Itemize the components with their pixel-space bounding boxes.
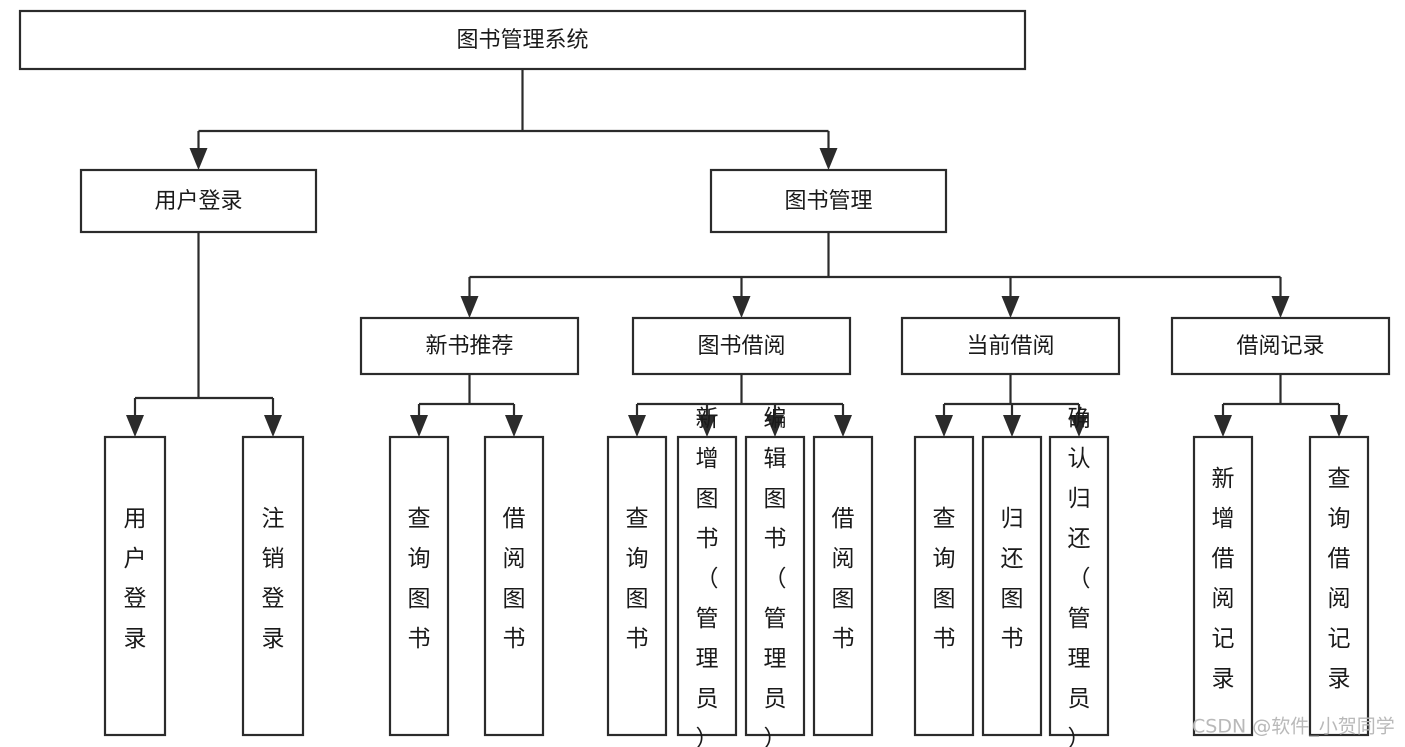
node-box[interactable] bbox=[388, 435, 450, 737]
arrow-head-leaf-query-book-rec bbox=[410, 415, 428, 437]
node-label: 当前借阅 bbox=[966, 334, 1054, 359]
node-leaf-user-login[interactable]: 用户登录 bbox=[103, 435, 167, 737]
node-box[interactable] bbox=[709, 168, 948, 234]
node-label: 查询借阅记录 bbox=[1328, 466, 1351, 692]
node-label: 借阅记录 bbox=[1236, 334, 1324, 359]
node-box[interactable] bbox=[1048, 435, 1110, 737]
arrow-head-leaf-add-book bbox=[698, 415, 716, 437]
arrow-head-user-login bbox=[189, 148, 208, 170]
arrow-head-leaf-borrow-book-rec bbox=[505, 415, 523, 437]
node-box[interactable] bbox=[981, 435, 1043, 737]
arrow-head-leaf-return-book bbox=[1003, 415, 1021, 437]
node-label: 归还图书 bbox=[1001, 506, 1024, 652]
node-label: 新增图书（管理员） bbox=[696, 406, 719, 747]
node-label: 查询图书 bbox=[408, 506, 431, 652]
node-leaf-borrow-book-br[interactable]: 借阅图书 bbox=[812, 435, 874, 737]
node-leaf-confirm-return[interactable]: 确认归还（管理员） bbox=[1048, 406, 1110, 747]
node-label: 图书管理系统 bbox=[456, 28, 588, 53]
csdn-watermark: CSDN @软件_小贺同学 bbox=[1192, 716, 1395, 738]
node-box[interactable] bbox=[676, 435, 738, 737]
node-box[interactable] bbox=[241, 435, 305, 737]
node-label: 注销登录 bbox=[262, 506, 285, 652]
node-leaf-add-book[interactable]: 新增图书（管理员） bbox=[676, 406, 738, 747]
arrow-head-new-book-recommend bbox=[460, 296, 479, 318]
node-box[interactable] bbox=[812, 435, 874, 737]
node-leaf-query-book-cb[interactable]: 查询图书 bbox=[913, 435, 975, 737]
arrow-head-current-borrow bbox=[1001, 296, 1020, 318]
node-root[interactable]: 图书管理系统 bbox=[18, 9, 1027, 71]
node-label: 图书管理 bbox=[784, 189, 872, 214]
arrow-head-leaf-query-book-br bbox=[628, 415, 646, 437]
node-label: 借阅图书 bbox=[503, 506, 526, 652]
node-new-book-recommend[interactable]: 新书推荐 bbox=[359, 316, 580, 376]
node-label: 图书借阅 bbox=[697, 334, 785, 359]
node-leaf-query-record[interactable]: 查询借阅记录 bbox=[1308, 435, 1370, 737]
node-box[interactable] bbox=[359, 316, 580, 376]
nodes-layer: 图书管理系统用户登录图书管理新书推荐图书借阅当前借阅借阅记录用户登录注销登录查询… bbox=[18, 9, 1391, 747]
node-leaf-query-book-br[interactable]: 查询图书 bbox=[606, 435, 668, 737]
node-label: 查询图书 bbox=[933, 506, 956, 652]
node-leaf-return-book[interactable]: 归还图书 bbox=[981, 435, 1043, 737]
node-box[interactable] bbox=[79, 168, 318, 234]
node-label: 确认归还（管理员） bbox=[1068, 406, 1091, 747]
node-leaf-query-book-rec[interactable]: 查询图书 bbox=[388, 435, 450, 737]
arrow-head-leaf-add-record bbox=[1214, 415, 1232, 437]
arrow-head-leaf-query-record bbox=[1330, 415, 1348, 437]
node-label: 查询图书 bbox=[626, 506, 649, 652]
node-user-login[interactable]: 用户登录 bbox=[79, 168, 318, 234]
arrow-head-book-manage bbox=[819, 148, 838, 170]
connectors-layer bbox=[126, 69, 1348, 437]
node-current-borrow[interactable]: 当前借阅 bbox=[900, 316, 1121, 376]
arrow-head-leaf-edit-book bbox=[766, 415, 784, 437]
node-box[interactable] bbox=[913, 435, 975, 737]
node-leaf-logout[interactable]: 注销登录 bbox=[241, 435, 305, 737]
arrow-head-leaf-query-book-cb bbox=[935, 415, 953, 437]
node-book-manage[interactable]: 图书管理 bbox=[709, 168, 948, 234]
node-leaf-add-record[interactable]: 新增借阅记录 bbox=[1192, 435, 1254, 737]
node-box[interactable] bbox=[18, 9, 1027, 71]
node-leaf-borrow-book-rec[interactable]: 借阅图书 bbox=[483, 435, 545, 737]
arrow-head-leaf-user-login bbox=[126, 415, 144, 437]
node-box[interactable] bbox=[606, 435, 668, 737]
node-label: 用户登录 bbox=[124, 506, 147, 652]
node-book-borrow[interactable]: 图书借阅 bbox=[631, 316, 852, 376]
arrow-head-book-borrow bbox=[732, 296, 751, 318]
node-box[interactable] bbox=[103, 435, 167, 737]
node-label: 新书推荐 bbox=[425, 334, 513, 359]
arrow-head-leaf-borrow-book-br bbox=[834, 415, 852, 437]
node-label: 用户登录 bbox=[154, 189, 242, 214]
node-label: 借阅图书 bbox=[832, 506, 855, 652]
node-box[interactable] bbox=[900, 316, 1121, 376]
node-box[interactable] bbox=[631, 316, 852, 376]
arrow-head-borrow-record bbox=[1271, 296, 1290, 318]
node-label: 编辑图书（管理员） bbox=[764, 406, 787, 747]
node-label: 新增借阅记录 bbox=[1212, 466, 1235, 692]
arrow-head-leaf-logout bbox=[264, 415, 282, 437]
arrow-head-leaf-confirm-return bbox=[1070, 415, 1088, 437]
node-box[interactable] bbox=[1170, 316, 1391, 376]
node-borrow-record[interactable]: 借阅记录 bbox=[1170, 316, 1391, 376]
node-leaf-edit-book[interactable]: 编辑图书（管理员） bbox=[744, 406, 806, 747]
node-box[interactable] bbox=[1192, 435, 1254, 737]
node-box[interactable] bbox=[744, 435, 806, 737]
node-box[interactable] bbox=[1308, 435, 1370, 737]
node-box[interactable] bbox=[483, 435, 545, 737]
